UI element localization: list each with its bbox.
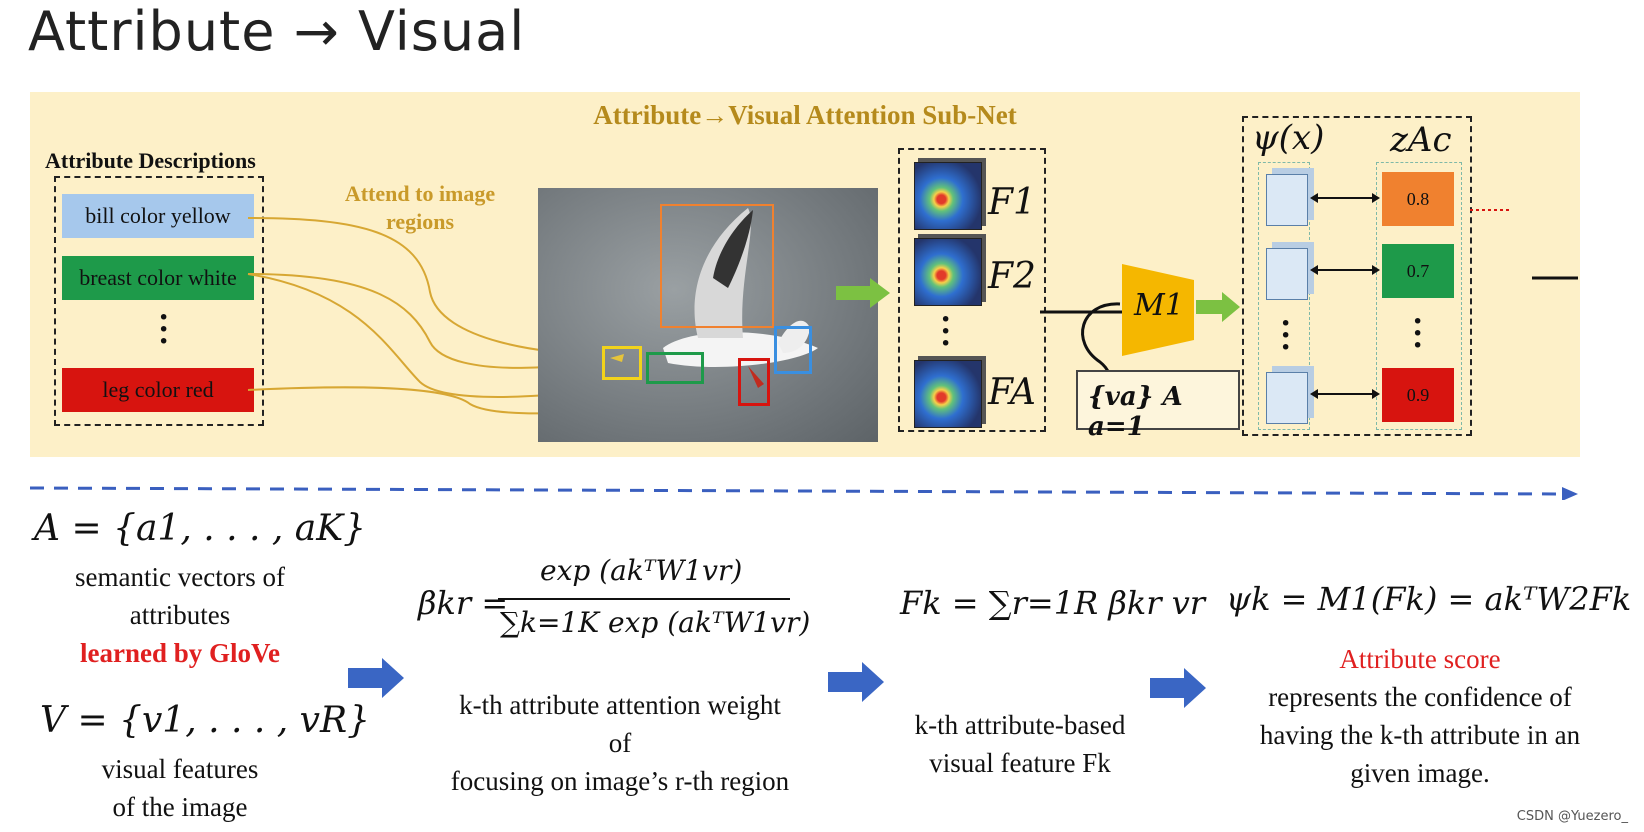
beta-desc-1: k-th attribute attention weight (459, 690, 781, 720)
a-desc-2: attributes (129, 600, 231, 630)
feature-map-2 (914, 238, 982, 306)
blue-arrow-icon (828, 662, 884, 702)
a-desc-glove: learned by GloVe (79, 638, 280, 668)
region-box-tail (774, 326, 812, 374)
feature-label-f1: F1 (988, 182, 1036, 223)
formula-beta-left: βkr = (418, 584, 509, 622)
v-desc-2: of the image (112, 792, 248, 822)
psi-cube-2 (1266, 248, 1308, 300)
ellipsis-icon: ··· (1280, 305, 1292, 366)
attend-label: Attend to image regions (344, 181, 496, 234)
watermark: CSDN @Yuezero_ (1516, 809, 1628, 824)
psi-score-arrows (1310, 193, 1380, 399)
m1-module (1122, 264, 1194, 356)
region-box-body (660, 204, 774, 328)
region-box-breast (646, 352, 704, 384)
score-2: 0.7 (1382, 244, 1454, 298)
psi-label: ψ(x) (1252, 118, 1325, 158)
psi-column (1258, 162, 1310, 430)
f-desc-1: k-th attribute-based (914, 710, 1126, 740)
blue-arrow-icon (348, 658, 404, 698)
attribute-box (54, 176, 264, 426)
blue-arrow-icon (1150, 668, 1206, 708)
score-desc-1: represents the confidence of (1268, 682, 1572, 712)
panel-title: Attribute→Visual Attention Sub-Net (593, 100, 1017, 130)
green-arrow-icon (836, 278, 890, 308)
psi-cube-1 (1266, 174, 1308, 226)
attention-subnet-panel: Attribute→Visual Attention Sub-Net Attri… (30, 92, 1580, 457)
a-desc-1: semantic vectors of (75, 562, 285, 592)
z-column (1376, 162, 1462, 430)
z-label: zAc (1390, 120, 1452, 160)
fraction-bar (498, 598, 790, 600)
score-desc-2: having the k-th attribute in an (1259, 720, 1581, 750)
score-desc-3: given image. (1350, 758, 1490, 788)
formula-f: Fk = ∑r=1R βkr vr (900, 584, 1206, 622)
v-desc-1: visual features (101, 754, 259, 784)
f-desc-2: visual feature Fk (929, 748, 1111, 778)
formula-beta-numerator: exp (akᵀW1vr) (540, 554, 743, 587)
formula-psi: ψk = M1(Fk) = akᵀW2Fk (1226, 580, 1632, 618)
attribute-bill-color-yellow: bill color yellow (62, 194, 254, 238)
feature-map-a (914, 360, 982, 428)
formula-v: V = {v1, . . . , vR} (40, 700, 370, 741)
score-1: 0.8 (1382, 172, 1454, 226)
bird-image (538, 188, 878, 442)
ellipsis-icon: ··· (158, 299, 170, 360)
slide-title: Attribute → Visual (28, 0, 526, 63)
feature-label-f2: F2 (988, 256, 1036, 297)
beta-desc-2: of (608, 728, 632, 758)
beta-desc-3: focusing on image’s r-th region (450, 766, 790, 796)
feature-map-box (898, 148, 1046, 432)
formula-beta-denominator: ∑k=1K exp (akᵀW1vr) (500, 606, 811, 639)
ellipsis-icon: ··· (940, 301, 952, 362)
divider-arrow (30, 486, 1578, 500)
attribute-breast-color-white: breast color white (62, 256, 254, 300)
module-label: M1 (1134, 288, 1184, 323)
score-3: 0.9 (1382, 368, 1454, 422)
v-set-label: {va} A a=1 (1088, 382, 1183, 442)
curve-bill (247, 217, 593, 355)
v-set-box: {va} A a=1 (1076, 370, 1240, 442)
feature-label-fa: FA (988, 372, 1036, 413)
attribute-descriptions-heading: Attribute Descriptions (45, 148, 256, 173)
formula-a: A = {a1, . . . , aK} (34, 508, 367, 549)
region-box-leg (738, 358, 770, 406)
score-box (1242, 116, 1472, 436)
score-title: Attribute score (1339, 644, 1501, 674)
panel-exit-lines (1470, 209, 1578, 280)
ellipsis-icon: ··· (1412, 303, 1424, 364)
feature-map-1 (914, 162, 982, 230)
attribute-leg-color-red: leg color red (62, 368, 254, 412)
green-arrow-icon (1196, 292, 1240, 322)
region-box-bill (602, 346, 642, 380)
psi-cube-3 (1266, 372, 1308, 424)
